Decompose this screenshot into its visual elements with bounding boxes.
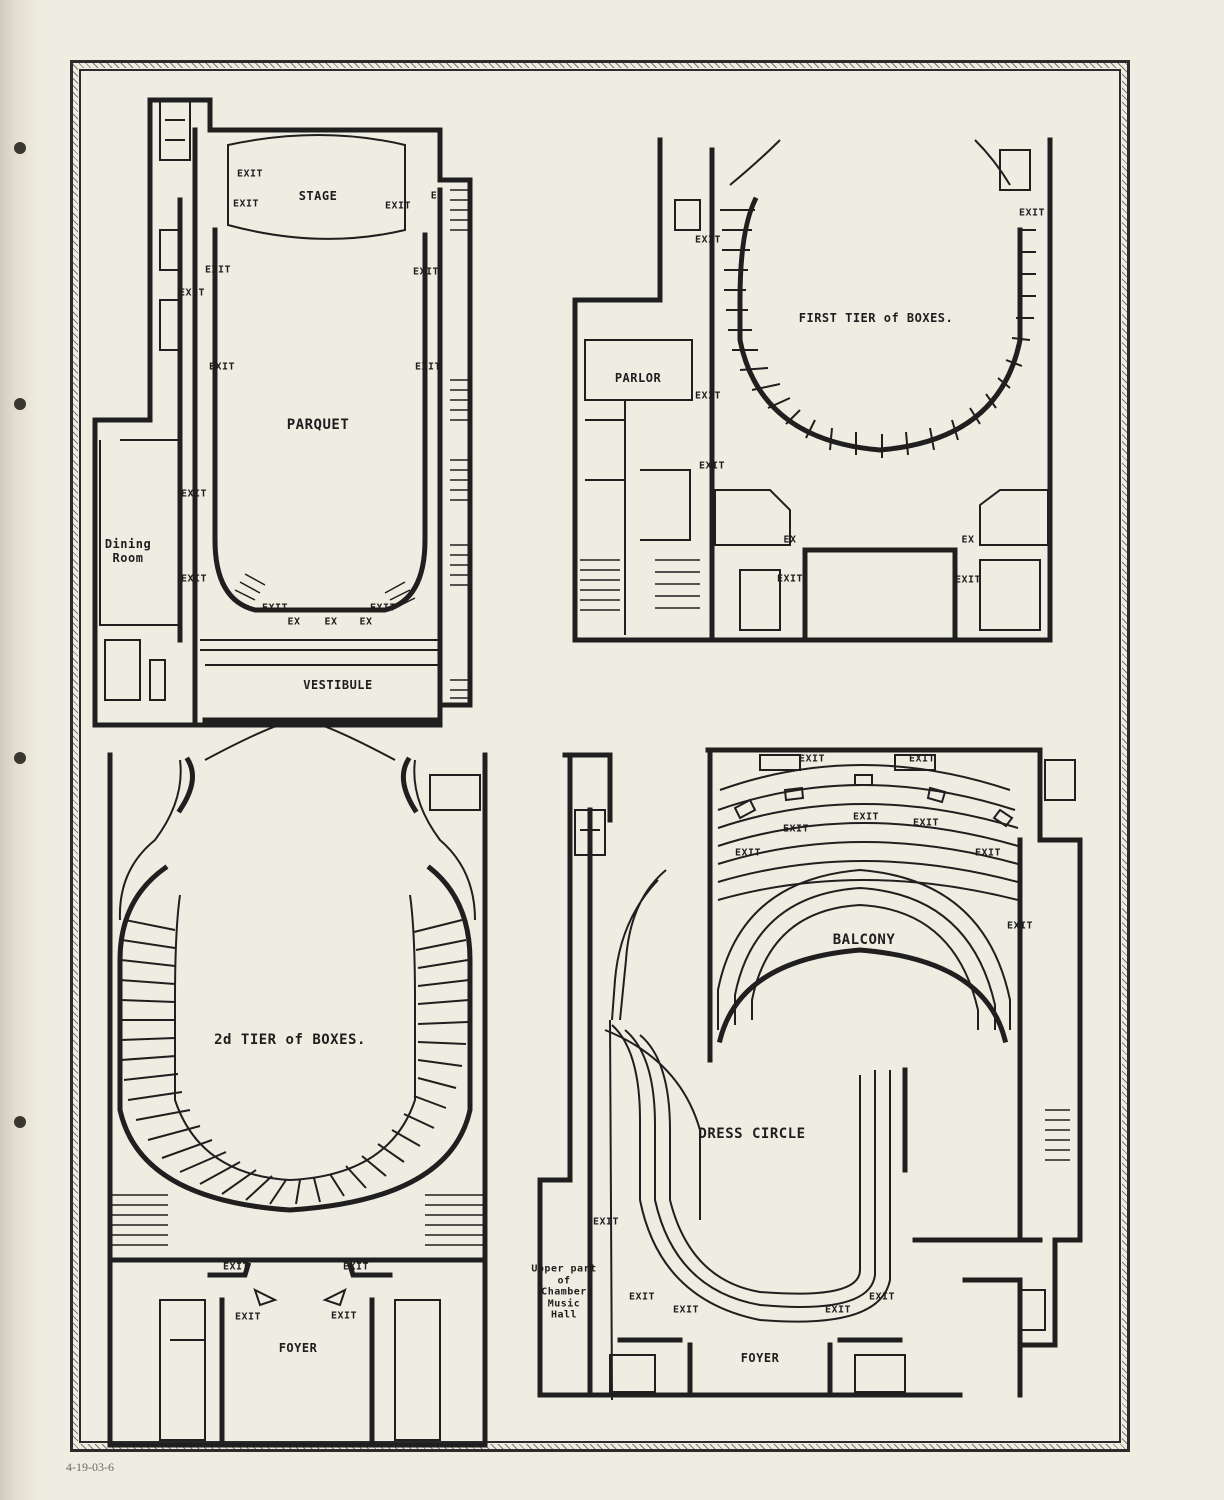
- exit-label: EXIT: [1006, 920, 1034, 932]
- dress-circle-label: DRESS CIRCLE: [698, 1126, 806, 1142]
- binding-hole: [14, 142, 26, 154]
- balcony-plan: [537, 747, 1083, 1401]
- exit-label: EXIT: [798, 753, 826, 765]
- ex-label: EX: [324, 616, 338, 628]
- stage-label: STAGE: [298, 189, 338, 203]
- second-tier-plan: [107, 718, 488, 1448]
- exit-label: EXIT: [694, 234, 722, 246]
- exit-label: EXIT: [414, 361, 442, 373]
- exit-label: EXIT: [261, 602, 289, 614]
- exit-label: EXIT: [852, 811, 880, 823]
- exit-label: EXIT: [369, 602, 397, 614]
- exit-label: EXIT: [236, 168, 264, 180]
- exit-label: EXIT: [412, 266, 440, 278]
- parquet-plan: [92, 97, 473, 728]
- exit-label: EXIT: [222, 1261, 250, 1273]
- exit-label: EXIT: [954, 574, 982, 586]
- ex-label: EX: [287, 616, 301, 628]
- binding-hole: [14, 398, 26, 410]
- exit-label: EXIT: [1018, 207, 1046, 219]
- decorative-border-outer: [70, 60, 1130, 1452]
- exit-label: EXIT: [330, 1310, 358, 1322]
- exit-label: EXIT: [342, 1261, 370, 1273]
- dining-room-label: Dining Room: [104, 537, 152, 565]
- exit-label: EXIT: [908, 753, 936, 765]
- exit-label: EXIT: [592, 1216, 620, 1228]
- exit-label: EXIT: [782, 823, 810, 835]
- exit-label: EXIT: [178, 287, 206, 299]
- parquet-title: PARQUET: [286, 417, 350, 433]
- exit-label: EXIT: [824, 1304, 852, 1316]
- foyer-label: FOYER: [740, 1351, 780, 1365]
- binding-hole: [14, 752, 26, 764]
- exit-label: EXIT: [974, 847, 1002, 859]
- exit-label: EXIT: [672, 1304, 700, 1316]
- binding-spine: [0, 0, 40, 1500]
- exit-label: EXIT: [868, 1291, 896, 1303]
- exit-label: EXIT: [912, 817, 940, 829]
- exit-label: EXIT: [384, 200, 412, 212]
- exit-label: EXIT: [204, 264, 232, 276]
- exit-label: EXIT: [234, 1311, 262, 1323]
- balcony-title: BALCONY: [832, 932, 896, 948]
- ex-label: EX: [359, 616, 373, 628]
- ex-label: EX: [961, 534, 975, 546]
- foyer-label: FOYER: [278, 1341, 318, 1355]
- exit-label: EXIT: [232, 198, 260, 210]
- binding-hole: [14, 1116, 26, 1128]
- vestibule-label: VESTIBULE: [303, 678, 373, 692]
- parlor-label: PARLOR: [614, 371, 662, 385]
- decorative-border-inner: [79, 69, 1121, 1443]
- exit-label: EXIT: [628, 1291, 656, 1303]
- exit-label: EXIT: [208, 361, 236, 373]
- first-tier-title: FIRST TIER of BOXES.: [798, 311, 954, 325]
- exit-label: EXIT: [180, 488, 208, 500]
- chamber-music-hall-note: Upper part of Chamber Music Hall: [531, 1263, 597, 1321]
- exit-label: EXIT: [698, 460, 726, 472]
- exit-label: E: [430, 190, 438, 202]
- first-tier-plan: [572, 137, 1053, 643]
- exit-label: EXIT: [776, 573, 804, 585]
- archive-stamp: 4-19-03-6: [66, 1460, 114, 1474]
- ex-label: EX: [783, 534, 797, 546]
- exit-label: EXIT: [180, 573, 208, 585]
- second-tier-title: 2d TIER of BOXES.: [214, 1032, 366, 1048]
- exit-label: EXIT: [694, 390, 722, 402]
- exit-label: EXIT: [734, 847, 762, 859]
